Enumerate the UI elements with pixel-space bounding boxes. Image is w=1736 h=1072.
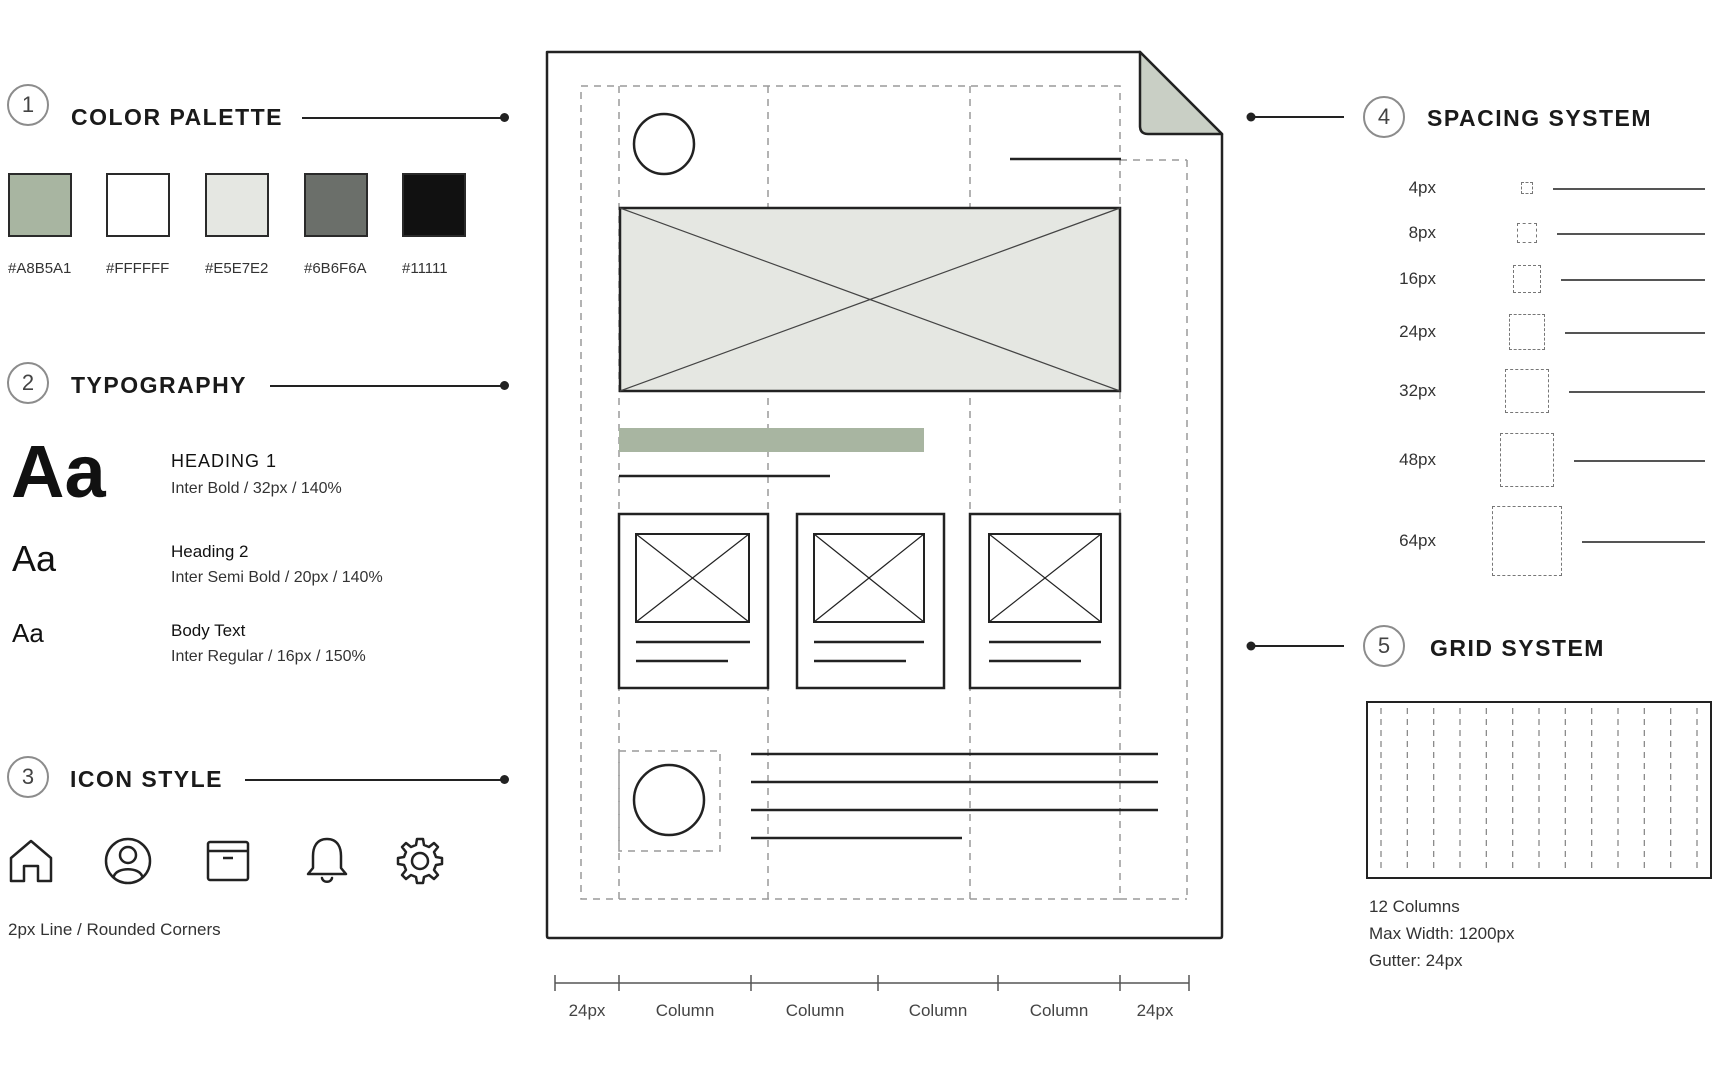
- grid-system-leader: [1246, 641, 1344, 651]
- color-swatch-4: [304, 173, 368, 237]
- typography-title: TYPOGRAPHY: [71, 372, 248, 398]
- document-fold: [1138, 50, 1224, 136]
- heading1-name: HEADING 1: [171, 451, 278, 471]
- spacing-square-2: [1517, 223, 1537, 243]
- section-number-4: 4: [1363, 96, 1405, 138]
- heading2-name: Heading 2: [171, 542, 249, 561]
- card-1: [617, 512, 770, 690]
- card-2: [795, 512, 946, 690]
- spacing-guide-line-3: [1561, 279, 1705, 281]
- body-text-spec: Inter Regular / 16px / 150%: [171, 648, 366, 665]
- spacing-guide-line-4: [1565, 332, 1705, 334]
- spacing-label-7: 64px: [1399, 531, 1436, 550]
- avatar-guide-box: [618, 750, 721, 852]
- icon-style-caption: 2px Line / Rounded Corners: [8, 920, 221, 939]
- spacing-label-4: 24px: [1399, 322, 1436, 341]
- color-swatch-5: [402, 173, 466, 237]
- spacing-guide-line-1: [1553, 188, 1705, 190]
- color-hex-label-5: #11111: [402, 260, 448, 277]
- dimension-label-column-1: Column: [655, 1001, 715, 1020]
- spacing-label-6: 48px: [1399, 450, 1436, 469]
- body-text-name: Body Text: [171, 621, 246, 640]
- gear-icon: [395, 836, 445, 886]
- logo-placeholder-circle: [632, 112, 696, 176]
- spacing-square-4: [1509, 314, 1545, 350]
- icon-style-leader: [245, 779, 504, 781]
- section-number-2: 2: [7, 362, 49, 404]
- hero-image-placeholder: [618, 206, 1122, 393]
- spacing-square-5: [1505, 369, 1549, 413]
- spacing-label-1: 4px: [1408, 178, 1436, 197]
- heading2-spec: Inter Semi Bold / 20px / 140%: [171, 569, 383, 586]
- dimension-label-margin-right: 24px: [1136, 1001, 1174, 1020]
- accent-heading-bar: [619, 428, 924, 452]
- bell-icon: [302, 834, 352, 884]
- archive-icon: [203, 836, 253, 886]
- typography-leader: [270, 385, 504, 387]
- spacing-square-7: [1492, 506, 1562, 576]
- card-3: [968, 512, 1122, 690]
- footer-text-lines: [751, 752, 1158, 840]
- color-swatch-1: [8, 173, 72, 237]
- heading1-sample: Aa: [11, 430, 106, 513]
- spacing-square-6: [1500, 433, 1554, 487]
- spacing-guide-line-6: [1574, 460, 1705, 462]
- home-icon: [6, 836, 56, 886]
- typography-leader-dot: [500, 381, 509, 390]
- icon-style-title: ICON STYLE: [70, 766, 224, 792]
- color-palette-leader: [302, 117, 504, 119]
- spacing-guide-line-2: [1557, 233, 1705, 235]
- spacing-system-leader: [1246, 112, 1344, 122]
- heading1-spec: Inter Bold / 32px / 140%: [171, 480, 342, 497]
- spacing-label-3: 16px: [1399, 269, 1436, 288]
- spacing-system-title: SPACING SYSTEM: [1427, 105, 1653, 131]
- section-number-5: 5: [1363, 625, 1405, 667]
- user-icon: [103, 836, 153, 886]
- spacing-square-1: [1521, 182, 1533, 194]
- color-palette-title: COLOR PALETTE: [71, 104, 284, 130]
- color-palette-leader-dot: [500, 113, 509, 122]
- grid-system-preview: [1366, 701, 1712, 879]
- grid-max-width-text: Max Width: 1200px: [1369, 924, 1515, 943]
- body-text-sample: Aa: [12, 618, 44, 648]
- section-number-1: 1: [7, 84, 49, 126]
- grid-columns-text: 12 Columns: [1369, 897, 1460, 916]
- column-dimension-ruler: [554, 975, 1190, 991]
- dimension-label-margin-left: 24px: [568, 1001, 606, 1020]
- color-hex-label-1: #A8B5A1: [8, 260, 72, 277]
- avatar-placeholder-circle: [632, 763, 706, 837]
- color-hex-label-4: #6B6F6A: [304, 260, 367, 277]
- grid-system-title: GRID SYSTEM: [1430, 635, 1605, 661]
- spacing-guide-line-7: [1582, 541, 1705, 543]
- spacing-label-2: 8px: [1408, 223, 1436, 242]
- heading2-sample: Aa: [12, 538, 57, 579]
- color-swatch-2: [106, 173, 170, 237]
- icon-style-leader-dot: [500, 775, 509, 784]
- color-hex-label-2: #FFFFFF: [106, 260, 170, 277]
- spacing-square-3: [1513, 265, 1541, 293]
- dimension-label-column-4: Column: [1029, 1001, 1089, 1020]
- spacing-label-5: 32px: [1399, 381, 1436, 400]
- spacing-guide-line-5: [1569, 391, 1705, 393]
- color-hex-label-3: #E5E7E2: [205, 260, 269, 277]
- dimension-label-column-3: Column: [908, 1001, 968, 1020]
- section-number-3: 3: [7, 756, 49, 798]
- dimension-label-column-2: Column: [785, 1001, 845, 1020]
- grid-gutter-text: Gutter: 24px: [1369, 951, 1463, 970]
- color-swatch-3: [205, 173, 269, 237]
